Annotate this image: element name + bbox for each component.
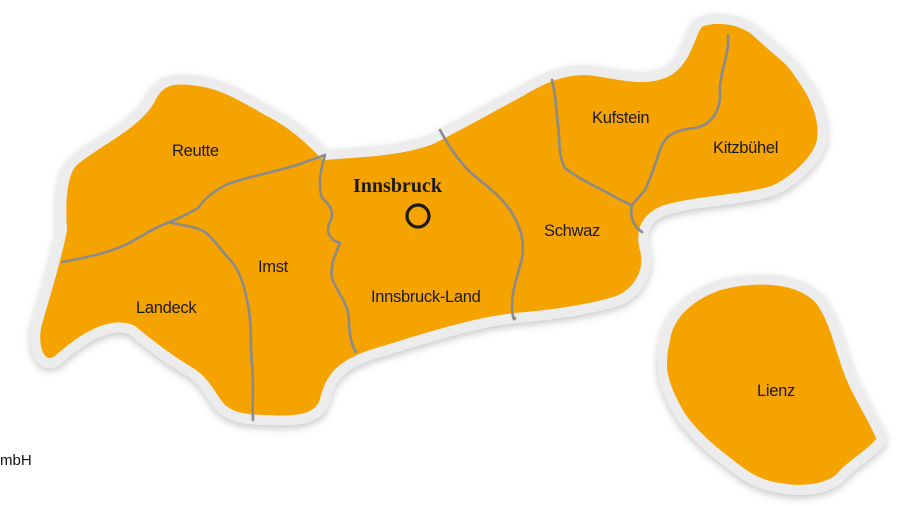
label-landeck: Landeck <box>136 299 197 317</box>
capital: Innsbruck <box>353 175 443 229</box>
credit-text: mbH <box>0 452 32 469</box>
capital-marker-icon[interactable] <box>405 203 431 229</box>
east-tyrol <box>657 274 887 495</box>
district-labels: Reutte Landeck Imst Innsbruck-Land Schwa… <box>136 109 795 400</box>
border-landeck-imst <box>166 220 255 422</box>
lienz-shape[interactable] <box>657 274 887 495</box>
capital-label: Innsbruck <box>353 175 443 197</box>
label-reutte: Reutte <box>172 142 219 160</box>
border-innsbruck-schwaz <box>438 128 525 321</box>
label-kufstein: Kufstein <box>592 109 649 127</box>
district-borders <box>60 33 730 422</box>
label-innsbruck-land: Innsbruck-Land <box>371 288 481 306</box>
label-schwaz: Schwaz <box>544 222 600 240</box>
border-kufstein-kitzbuehel <box>630 33 730 207</box>
label-lienz: Lienz <box>757 382 795 400</box>
border-imst-innsbruck <box>318 153 358 354</box>
label-imst: Imst <box>258 258 289 276</box>
border-schwaz-kufstein <box>550 78 634 207</box>
label-kitzbuehel: Kitzbühel <box>713 139 778 157</box>
border-reutte-south <box>60 153 327 264</box>
border-schwaz-kitzbuehel <box>630 203 644 234</box>
